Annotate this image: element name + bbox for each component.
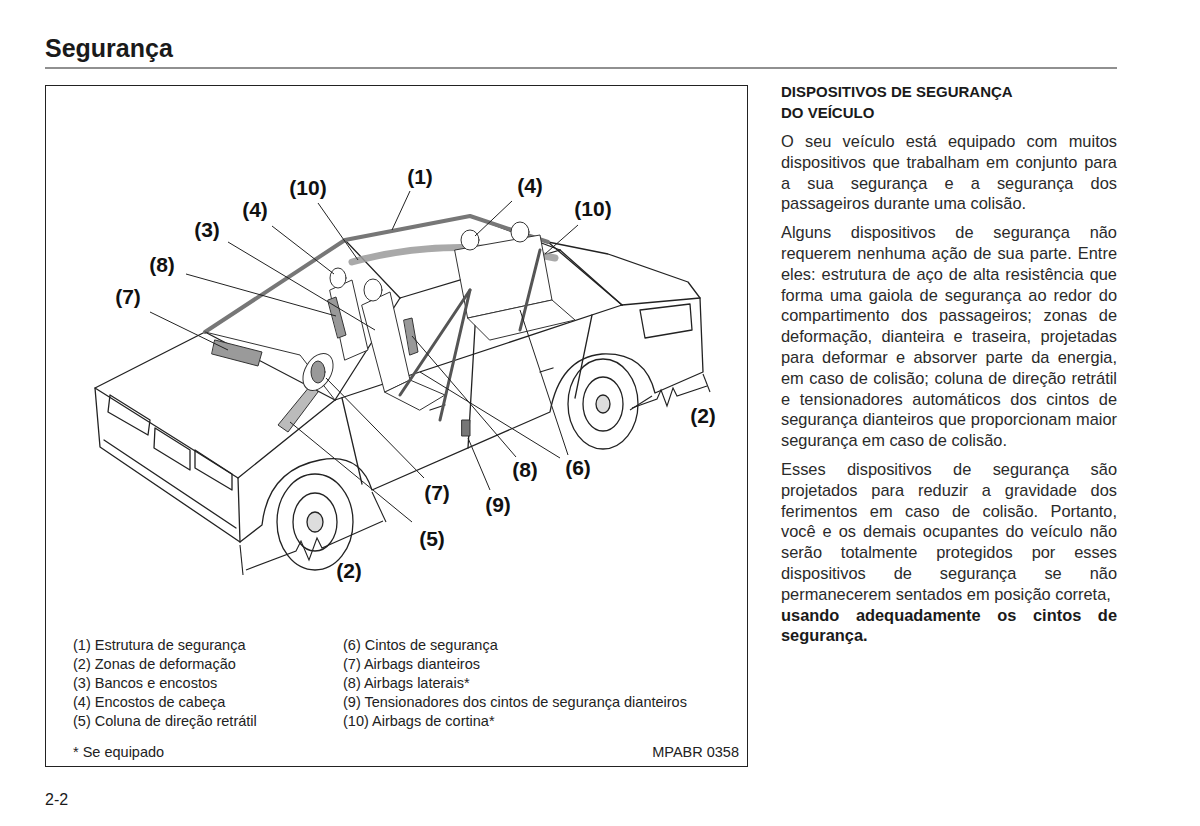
callout-number: (8) bbox=[512, 459, 538, 481]
car-illustration bbox=[95, 216, 703, 570]
body-lines bbox=[195, 450, 232, 490]
figure-code: MPABR 0358 bbox=[652, 744, 739, 761]
wheel-symbol bbox=[277, 474, 353, 570]
car-interior bbox=[330, 268, 346, 288]
leader-lines bbox=[290, 422, 412, 522]
body-lines bbox=[548, 242, 622, 305]
legend-item: (7) Airbags dianteiros bbox=[343, 656, 480, 673]
body-lines bbox=[640, 304, 692, 338]
figure-frame: (1) Estrutura de segurança (2) Zonas de d… bbox=[45, 85, 748, 767]
callout-number: (6) bbox=[565, 457, 591, 479]
body-lines bbox=[108, 395, 150, 435]
footnote: * Se equipado bbox=[73, 744, 164, 761]
legend-item: (4) Encostos de cabeça bbox=[73, 694, 225, 711]
car-interior bbox=[461, 230, 479, 250]
header-rule bbox=[45, 67, 1117, 68]
leader-lines bbox=[318, 203, 358, 260]
callout-number: (1) bbox=[407, 166, 433, 188]
callout-number: (10) bbox=[574, 198, 611, 220]
legend-item: (2) Zonas de deformação bbox=[73, 656, 236, 673]
callout-number: (3) bbox=[194, 219, 220, 241]
car-interior bbox=[362, 292, 410, 392]
deformation-zone-marks bbox=[240, 374, 710, 575]
callout-number: (8) bbox=[149, 254, 175, 276]
legend-item: (9) Tensionadores dos cintos de seguranç… bbox=[343, 694, 687, 711]
page-title: Segurança bbox=[45, 33, 173, 63]
car-interior bbox=[404, 318, 418, 355]
body-paragraph: Alguns dispositivos de segurança não req… bbox=[781, 222, 1117, 451]
body-lines bbox=[560, 250, 622, 305]
wheel-symbol bbox=[307, 512, 323, 532]
car-interior bbox=[364, 279, 382, 301]
callout-number: (4) bbox=[517, 175, 543, 197]
callout-number: (4) bbox=[242, 199, 268, 221]
leader-lines bbox=[545, 225, 578, 254]
legend-item: (5) Coluna de direção retrátil bbox=[73, 713, 257, 730]
body-lines bbox=[238, 400, 335, 478]
car-interior bbox=[212, 340, 262, 366]
callout-number: (2) bbox=[336, 560, 362, 582]
text-column: DISPOSITIVOS DE SEGURANÇA DO VEÍCULO O se… bbox=[781, 81, 1117, 646]
legend-item: (1) Estrutura de segurança bbox=[73, 637, 245, 654]
callout-number: (7) bbox=[424, 482, 450, 504]
leader-lines bbox=[412, 336, 516, 457]
callout-number: (2) bbox=[690, 405, 716, 427]
body-lines bbox=[104, 440, 236, 528]
car-interior bbox=[311, 361, 325, 383]
callout-number: (9) bbox=[485, 494, 511, 516]
page-number: 2-2 bbox=[45, 791, 68, 809]
deformation-zone-marks bbox=[703, 374, 710, 392]
car-interior bbox=[462, 420, 470, 436]
leader-lines bbox=[420, 372, 560, 458]
car-interior bbox=[278, 386, 318, 432]
wheel-symbol bbox=[596, 395, 610, 413]
leader-lines bbox=[392, 191, 410, 230]
car-interior bbox=[297, 348, 340, 396]
callout-number: (5) bbox=[419, 528, 445, 550]
leader-lines bbox=[475, 201, 512, 236]
leader-lines bbox=[186, 274, 336, 316]
wheel-symbol bbox=[583, 377, 623, 431]
body-lines bbox=[95, 216, 700, 542]
car-interior bbox=[205, 222, 575, 436]
wheel-symbol bbox=[568, 359, 638, 449]
leader-lines bbox=[150, 312, 228, 350]
body-paragraph: Esses dispositivos de segurança são proj… bbox=[781, 459, 1117, 605]
body-lines bbox=[575, 315, 592, 398]
deformation-zone-marks bbox=[240, 545, 243, 575]
legend-item: (6) Cintos de segurança bbox=[343, 637, 498, 654]
legend-item: (10) Airbags de cortina* bbox=[343, 713, 495, 730]
callout-number: (10) bbox=[289, 177, 326, 199]
body-lines bbox=[342, 398, 362, 484]
car-interior bbox=[511, 222, 529, 242]
section-heading: DISPOSITIVOS DE SEGURANÇA DO VEÍCULO bbox=[781, 81, 1031, 123]
body-lines bbox=[95, 388, 240, 542]
car-body bbox=[95, 216, 703, 542]
car-interior bbox=[400, 290, 470, 395]
deformation-zone-marks bbox=[246, 521, 383, 570]
body-lines bbox=[540, 368, 553, 372]
body-lines bbox=[154, 428, 190, 470]
callout-number: (7) bbox=[115, 286, 141, 308]
emphasis-text: usando adequadamente os cintos de segura… bbox=[781, 605, 1117, 647]
body-paragraph: O seu veículo está equipado com muitos d… bbox=[781, 131, 1117, 214]
leader-lines bbox=[468, 438, 490, 490]
car-interior bbox=[385, 380, 445, 410]
legend-item: (3) Bancos e encostos bbox=[73, 675, 217, 692]
legend-item: (8) Airbags laterais* bbox=[343, 675, 470, 692]
deformation-zone-marks bbox=[372, 492, 386, 522]
leader-lines bbox=[228, 242, 375, 330]
leader-lines bbox=[520, 310, 568, 455]
leader-lines bbox=[150, 191, 578, 522]
leader-lines bbox=[272, 226, 334, 274]
